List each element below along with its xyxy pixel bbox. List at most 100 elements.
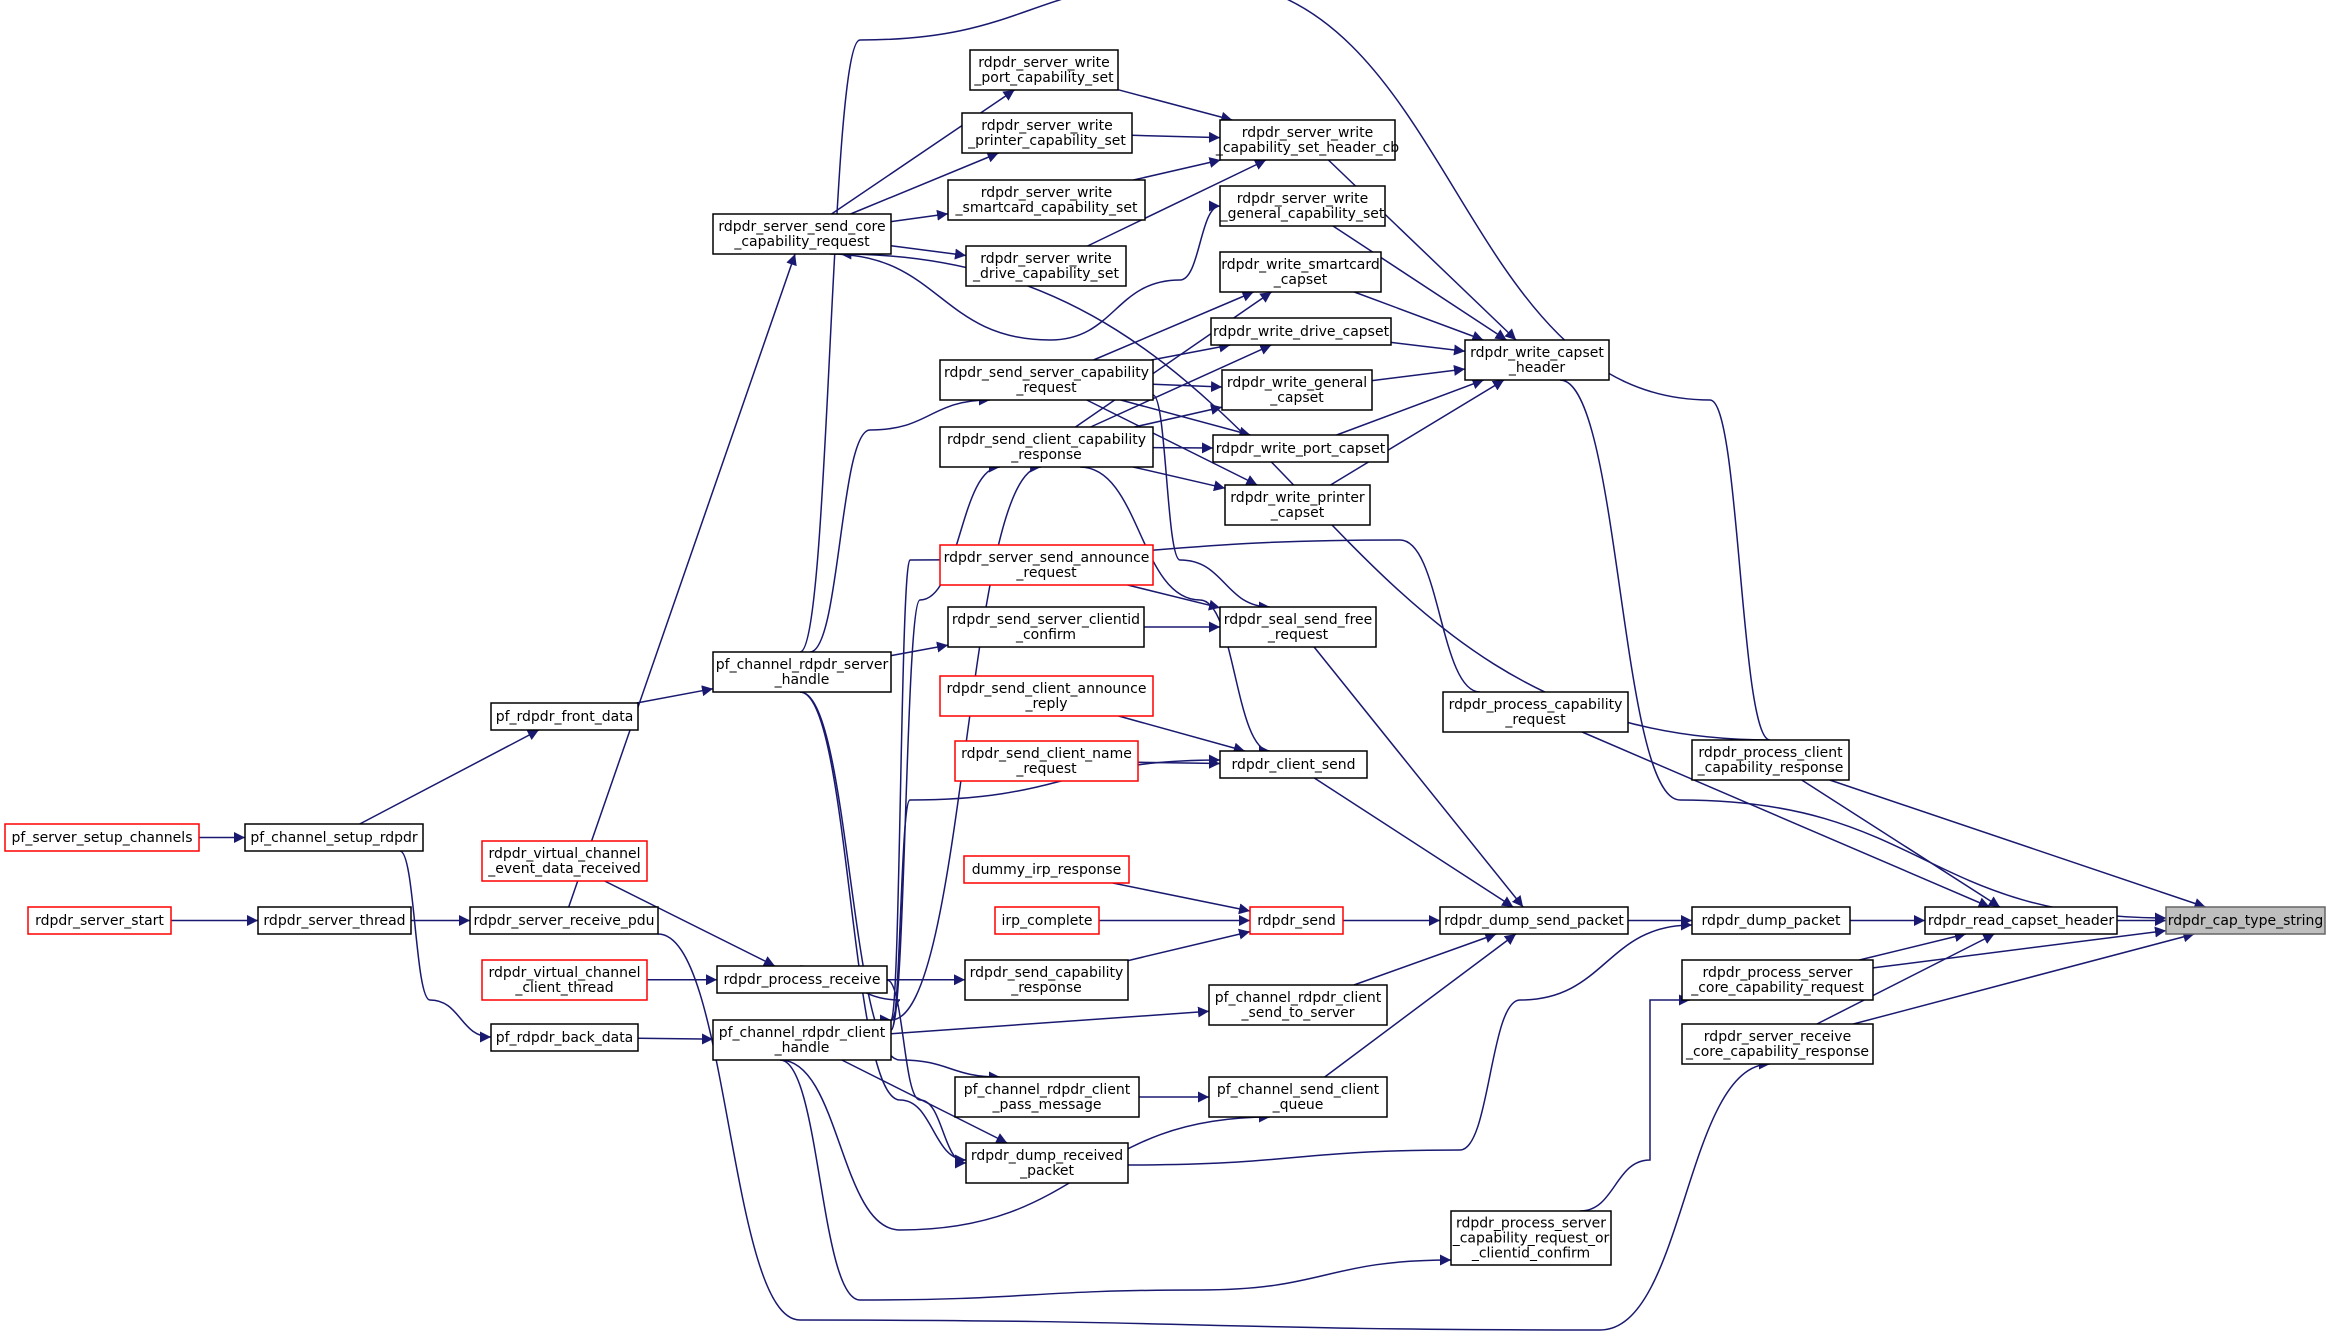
node-send-client-capability-response[interactable]: rdpdr_send_client_capability_response xyxy=(939,426,1154,468)
node-server-write-general-cap-set[interactable]: rdpdr_server_write_general_capability_se… xyxy=(1219,185,1386,227)
node-send-client-name-request[interactable]: rdpdr_send_client_name_request xyxy=(954,740,1139,782)
node-server-write-port-cap-set[interactable]: rdpdr_server_write_port_capability_set xyxy=(969,49,1119,91)
node-box[interactable] xyxy=(965,1142,1129,1184)
node-server-write-printer-cap-set[interactable]: rdpdr_server_write_printer_capability_se… xyxy=(961,112,1133,154)
node-box[interactable] xyxy=(481,959,648,1001)
node-box[interactable] xyxy=(481,840,648,882)
node-box[interactable] xyxy=(964,959,1129,1001)
node-write-port-capset[interactable]: rdpdr_write_port_capset xyxy=(1212,434,1389,463)
node-dump-received-packet[interactable]: rdpdr_dump_received_packet xyxy=(965,1142,1129,1184)
node-box[interactable] xyxy=(1691,739,1850,781)
node-send-capability-response[interactable]: rdpdr_send_capability_response xyxy=(964,959,1129,1001)
node-server-thread[interactable]: rdpdr_server_thread xyxy=(257,906,412,935)
node-server-start[interactable]: rdpdr_server_start xyxy=(27,906,172,935)
node-box[interactable] xyxy=(1681,1023,1874,1065)
node-write-general-capset[interactable]: rdpdr_write_general_capset xyxy=(1221,369,1373,411)
node-box[interactable] xyxy=(716,965,888,994)
node-server-write-cap-set-header-cb[interactable]: rdpdr_server_write_capability_set_header… xyxy=(1215,119,1399,161)
node-box[interactable] xyxy=(939,359,1154,401)
node-send-server-capability-request[interactable]: rdpdr_send_server_capability_request xyxy=(939,359,1154,401)
node-send-client-announce-reply[interactable]: rdpdr_send_client_announce_reply xyxy=(939,675,1154,717)
node-pf-channel-send-client-queue[interactable]: pf_channel_send_client_queue xyxy=(1208,1076,1388,1118)
node-pf-rdpdr-front-data[interactable]: pf_rdpdr_front_data xyxy=(490,702,639,731)
node-process-server-core-cap-req[interactable]: rdpdr_process_server_core_capability_req… xyxy=(1681,959,1874,1001)
node-client-send[interactable]: rdpdr_client_send xyxy=(1219,750,1368,779)
node-box[interactable] xyxy=(939,426,1154,468)
node-write-printer-capset[interactable]: rdpdr_write_printer_capset xyxy=(1224,484,1371,526)
node-box[interactable] xyxy=(939,675,1154,717)
node-pf-rdpdr-back-data[interactable]: pf_rdpdr_back_data xyxy=(490,1023,639,1052)
node-server-receive-pdu[interactable]: rdpdr_server_receive_pdu xyxy=(469,906,659,935)
node-box[interactable] xyxy=(947,179,1146,221)
node-write-smartcard-capset[interactable]: rdpdr_write_smartcard_capset xyxy=(1219,251,1382,293)
node-box[interactable] xyxy=(1439,906,1629,935)
node-box[interactable] xyxy=(954,740,1139,782)
node-box[interactable] xyxy=(27,906,172,935)
node-box[interactable] xyxy=(1249,906,1344,935)
node-dump-packet[interactable]: rdpdr_dump_packet xyxy=(1691,906,1851,935)
node-pf-channel-rdpdr-server-handle[interactable]: pf_channel_rdpdr_server_handle xyxy=(712,651,892,693)
node-write-capset-header[interactable]: rdpdr_write_capset_header xyxy=(1464,339,1610,381)
node-process-client-cap-resp[interactable]: rdpdr_process_client_capability_response xyxy=(1691,739,1850,781)
node-box[interactable] xyxy=(1691,906,1851,935)
node-box[interactable] xyxy=(947,606,1145,648)
node-pf-channel-rdpdr-client-send-to-server[interactable]: pf_channel_rdpdr_client_send_to_server xyxy=(1208,984,1388,1026)
node-box[interactable] xyxy=(490,1023,639,1052)
node-server-write-smartcard-cap-set[interactable]: rdpdr_server_write_smartcard_capability_… xyxy=(947,179,1146,221)
node-box[interactable] xyxy=(1219,251,1382,293)
node-box[interactable] xyxy=(1210,317,1392,346)
node-server-write-drive-cap-set[interactable]: rdpdr_server_write_drive_capability_set xyxy=(965,245,1127,287)
node-virtual-channel-client-thread[interactable]: rdpdr_virtual_channel_client_thread xyxy=(481,959,648,1001)
node-dummy-irp-response[interactable]: dummy_irp_response xyxy=(963,855,1130,884)
node-box[interactable] xyxy=(1442,691,1629,733)
node-box[interactable] xyxy=(469,906,659,935)
node-pf-channel-setup-rdpdr[interactable]: pf_channel_setup_rdpdr xyxy=(244,823,424,852)
node-box[interactable] xyxy=(244,823,424,852)
node-box[interactable] xyxy=(4,823,200,852)
node-box[interactable] xyxy=(939,544,1154,586)
node-virtual-channel-event-data-received[interactable]: rdpdr_virtual_channel_event_data_receive… xyxy=(481,840,648,882)
node-box[interactable] xyxy=(1212,434,1389,463)
node-process-server-cap-req-or-clientid[interactable]: rdpdr_process_server_capability_request_… xyxy=(1450,1210,1612,1266)
node-send-server-clientid-confirm[interactable]: rdpdr_send_server_clientid_confirm xyxy=(947,606,1145,648)
node-cap-type-string[interactable]: rdpdr_cap_type_string xyxy=(2165,906,2326,935)
node-box[interactable] xyxy=(965,245,1127,287)
node-box[interactable] xyxy=(1219,119,1396,161)
node-box[interactable] xyxy=(1219,750,1368,779)
node-send[interactable]: rdpdr_send xyxy=(1249,906,1344,935)
node-box[interactable] xyxy=(257,906,412,935)
node-box[interactable] xyxy=(1464,339,1610,381)
node-seal-send-free-request[interactable]: rdpdr_seal_send_free_request xyxy=(1219,606,1377,648)
node-box[interactable] xyxy=(961,112,1133,154)
node-box[interactable] xyxy=(1681,959,1874,1001)
node-box[interactable] xyxy=(963,855,1130,884)
node-irp-complete[interactable]: irp_complete xyxy=(994,906,1100,935)
node-server-send-announce-request[interactable]: rdpdr_server_send_announce_request xyxy=(939,544,1154,586)
node-server-receive-core-cap-resp[interactable]: rdpdr_server_receive_core_capability_res… xyxy=(1681,1023,1874,1065)
node-box[interactable] xyxy=(1224,484,1371,526)
node-box[interactable] xyxy=(2165,906,2326,935)
node-box[interactable] xyxy=(712,1019,892,1061)
node-box[interactable] xyxy=(1219,606,1377,648)
node-box[interactable] xyxy=(1219,185,1386,227)
node-pf-channel-rdpdr-client-pass-message[interactable]: pf_channel_rdpdr_client_pass_message xyxy=(954,1076,1140,1118)
node-box[interactable] xyxy=(1221,369,1373,411)
node-server-send-core-cap-req[interactable]: rdpdr_server_send_core_capability_reques… xyxy=(712,213,892,255)
node-box[interactable] xyxy=(1924,906,2118,935)
node-process-receive[interactable]: rdpdr_process_receive xyxy=(716,965,888,994)
node-dump-send-packet[interactable]: rdpdr_dump_send_packet xyxy=(1439,906,1629,935)
node-pf-channel-rdpdr-client-handle[interactable]: pf_channel_rdpdr_client_handle xyxy=(712,1019,892,1061)
node-box[interactable] xyxy=(1450,1210,1612,1266)
node-box[interactable] xyxy=(490,702,639,731)
node-read-capset-header[interactable]: rdpdr_read_capset_header xyxy=(1924,906,2118,935)
node-box[interactable] xyxy=(1208,1076,1388,1118)
node-pf-server-setup-channels[interactable]: pf_server_setup_channels xyxy=(4,823,200,852)
node-box[interactable] xyxy=(1208,984,1388,1026)
node-process-capability-request[interactable]: rdpdr_process_capability_request xyxy=(1442,691,1629,733)
node-box[interactable] xyxy=(954,1076,1140,1118)
node-box[interactable] xyxy=(712,651,892,693)
node-box[interactable] xyxy=(969,49,1119,91)
node-write-drive-capset[interactable]: rdpdr_write_drive_capset xyxy=(1210,317,1392,346)
node-box[interactable] xyxy=(712,213,892,255)
node-box[interactable] xyxy=(994,906,1100,935)
